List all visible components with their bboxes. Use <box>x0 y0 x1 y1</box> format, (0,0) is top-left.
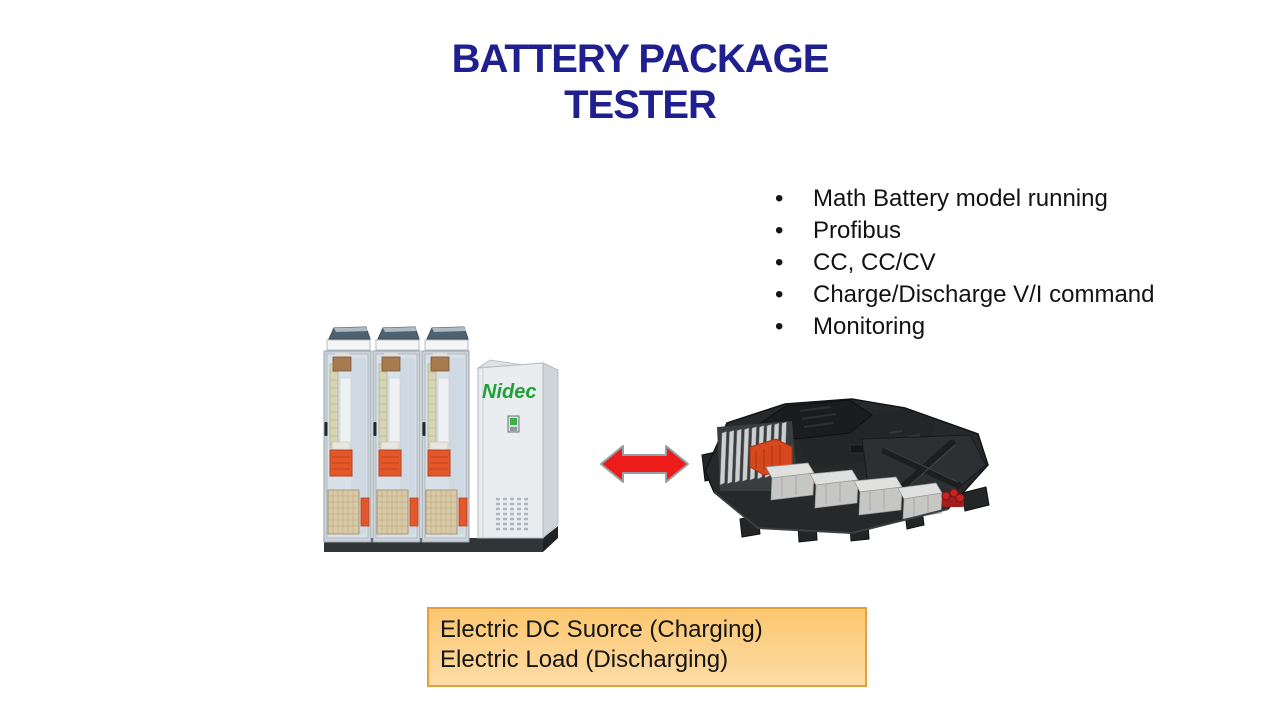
list-item: Monitoring <box>765 311 1154 343</box>
tester-cabinets-image: Nidec <box>322 326 560 556</box>
feature-label: Monitoring <box>813 313 926 340</box>
vent-grid <box>496 497 528 531</box>
red-hv-connector <box>941 488 965 507</box>
feature-label: Profibus <box>813 217 902 244</box>
title-line-1: BATTERY PACKAGE <box>451 37 830 81</box>
list-item: Profibus <box>765 215 1154 247</box>
feature-label: CC, CC/CV <box>813 249 936 276</box>
feature-label: Charge/Discharge V/I command <box>813 281 1155 308</box>
feature-list: Math Battery model running Profibus CC, … <box>765 183 1154 343</box>
list-item: Math Battery model running <box>765 183 1154 215</box>
cabinet-illustration <box>323 326 559 552</box>
caption-line-2: Electric Load (Discharging) <box>440 646 729 673</box>
caption-box: Electric DC Suorce (Charging) Electric L… <box>427 607 867 687</box>
list-item: Charge/Discharge V/I command <box>765 279 1154 311</box>
battery-modules <box>765 462 943 520</box>
caption-line-1: Electric DC Suorce (Charging) <box>440 616 763 643</box>
list-item: CC, CC/CV <box>765 247 1154 279</box>
battery-pack-illustration <box>701 398 990 543</box>
battery-pack-image <box>700 393 992 549</box>
title-line-2: TESTER <box>564 83 717 127</box>
nidec-logo: Nidec <box>482 381 537 403</box>
control-cabinet <box>476 359 559 539</box>
converter-bays <box>323 326 470 543</box>
feature-label: Math Battery model running <box>813 185 1108 212</box>
double-arrow-icon <box>600 445 689 483</box>
